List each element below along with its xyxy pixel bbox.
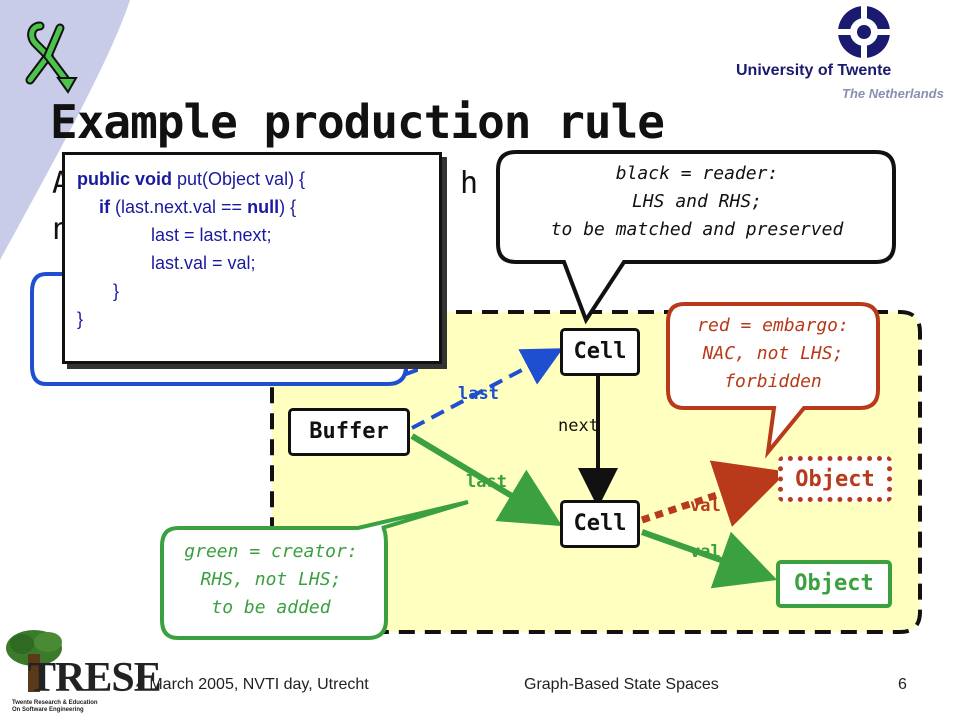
trese-logo-word: TRESE: [28, 655, 162, 701]
code-text: (last.next.val ==: [110, 197, 248, 217]
code-line-6: }: [77, 309, 84, 329]
black-callout-line: black = reader:: [615, 163, 779, 184]
black-callout-line: to be matched and preserved: [550, 219, 844, 240]
green-callout-line: to be added: [211, 597, 331, 618]
code-text: put(Object val) {: [172, 169, 306, 189]
red-callout-line: NAC, not LHS;: [702, 343, 844, 364]
footer-topic: Graph-Based State Spaces: [524, 676, 719, 693]
red-callout-line: forbidden: [724, 371, 822, 392]
trese-logo-subtitle: Twente Research & Education On Software …: [12, 700, 98, 714]
black-callout-shape: [496, 150, 896, 325]
node-object-created: Object: [776, 560, 892, 608]
trese-subtitle-line: On Software Engineering: [12, 707, 84, 713]
code-line-1: public void put(Object val) {: [77, 165, 427, 193]
footer-page-number: 6: [898, 676, 907, 693]
edge-last-blue: [411, 348, 564, 430]
red-callout-text: red = embargo: NAC, not LHS; forbidden: [668, 312, 878, 396]
trese-tree-icon: [6, 630, 62, 692]
node-cell-top: Cell: [560, 328, 640, 376]
graph-logo-icon: [25, 21, 78, 94]
edge-label-last-green: last: [466, 472, 507, 492]
green-callout-line: RHS, not LHS;: [200, 569, 342, 590]
black-callout-text: black = reader: LHS and RHS; to be match…: [500, 160, 894, 244]
code-keyword: null: [247, 197, 280, 217]
trese-subtitle-line: Twente Research & Education: [12, 700, 98, 706]
footer-date: 4 March 2005, NVTI day, Utrecht: [136, 676, 369, 693]
code-line-5: }: [113, 281, 120, 301]
edge-label-last-blue: last: [458, 384, 499, 404]
node-cell-bottom: Cell: [560, 500, 640, 548]
code-keyword: public void: [77, 169, 173, 189]
code-keyword: if: [99, 197, 110, 217]
code-line-4: last.val = val;: [151, 253, 256, 273]
edge-label-val-green: val: [690, 542, 721, 562]
subtitle-fragment-end: h: [460, 166, 479, 201]
green-callout-text: green = creator: RHS, not LHS; to be add…: [164, 538, 378, 622]
slide-title: Example production rule: [50, 95, 665, 149]
green-callout-shape: [160, 500, 469, 640]
code-text: ) {: [279, 197, 297, 217]
university-logo-icon: [838, 6, 890, 58]
green-callout-line: green = creator:: [184, 541, 358, 562]
edge-label-val-red: val: [690, 496, 721, 516]
edge-val-red: [640, 460, 788, 527]
edge-label-next: next: [558, 416, 599, 436]
node-buffer: Buffer: [288, 408, 410, 456]
edge-last-green: [410, 433, 563, 527]
code-line-2: if (last.next.val == null) {: [77, 193, 427, 221]
university-country: The Netherlands: [842, 86, 944, 101]
edge-val-green: [640, 529, 778, 589]
black-callout-line: LHS and RHS;: [631, 191, 763, 212]
red-callout-shape: [666, 302, 880, 459]
node-object-forbidden: Object: [778, 456, 892, 502]
code-line-3: last = last.next;: [151, 225, 272, 245]
code-popup: public void put(Object val) { if (last.n…: [62, 152, 442, 364]
university-name: University of Twente: [736, 62, 892, 79]
red-callout-line: red = embargo:: [697, 315, 849, 336]
